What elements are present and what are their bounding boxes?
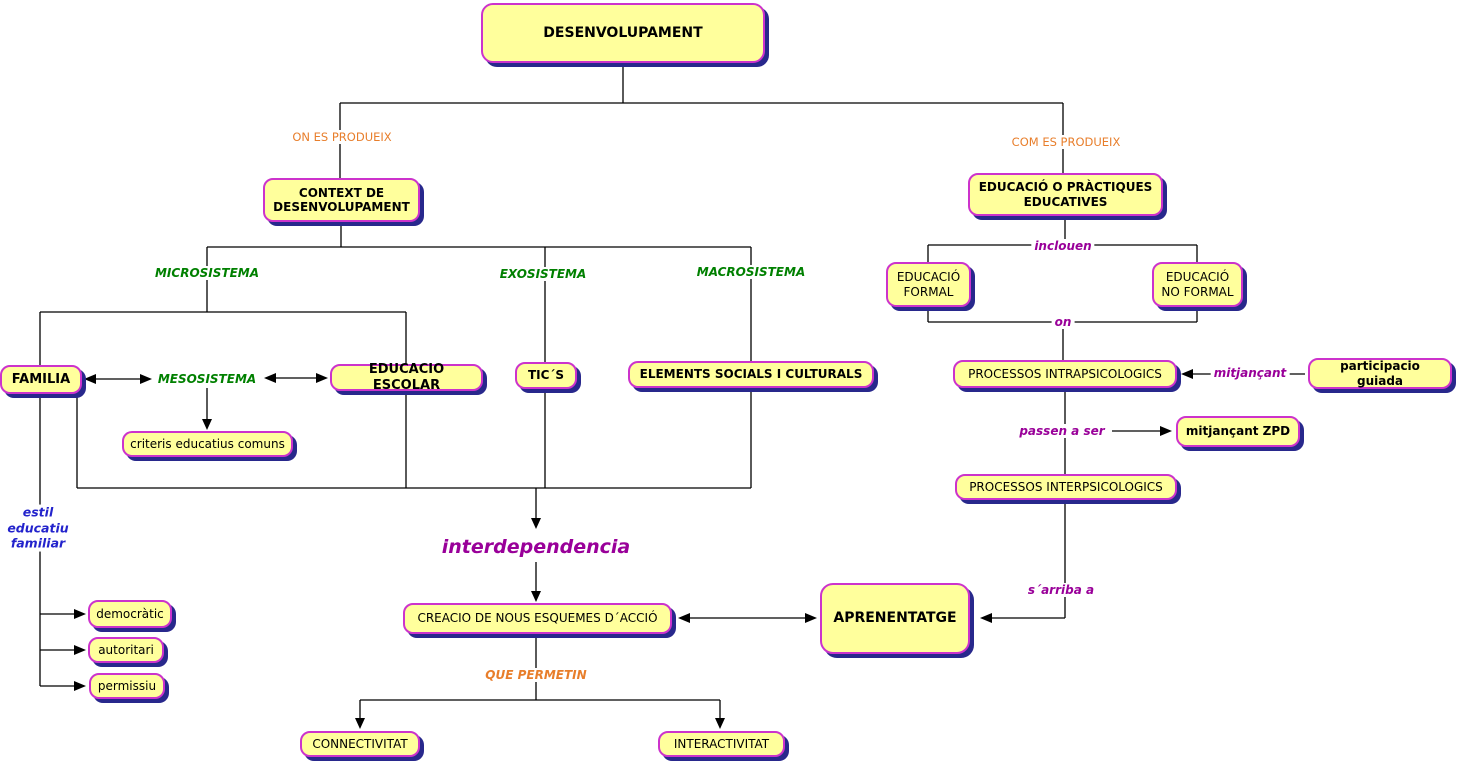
node-processos-interpsicologics[interactable]: PROCESSOS INTERPSICOLOGICS [955,474,1177,500]
label-s-arriba-a: s´arriba a [1024,583,1098,597]
node-connectivitat[interactable]: CONNECTIVITAT [300,731,420,757]
label-estil-educatiu-familiar: estil educatiu familiar [0,504,77,552]
node-autoritari[interactable]: autoritari [88,637,164,663]
node-processos-intrapsicologics[interactable]: PROCESSOS INTRAPSICOLOGICS [953,360,1177,388]
node-educacio-no-formal[interactable]: EDUCACIÓ NO FORMAL [1152,262,1243,307]
node-educacio-escolar[interactable]: EDUCACIO ESCOLAR [330,362,483,393]
label-on: on [1051,315,1075,329]
node-interactivitat[interactable]: INTERACTIVITAT [658,731,785,757]
label-mesosistema: MESOSISTEMA [154,372,260,386]
node-democratic[interactable]: democràtic [88,600,172,628]
label-que-permetin: QUE PERMETIN [482,668,590,682]
label-microsistema: MICROSISTEMA [151,266,263,280]
label-exosistema: EXOSISTEMA [496,267,590,281]
node-familia[interactable]: FAMILIA [0,365,82,394]
label-macrosistema: MACROSISTEMA [693,265,809,279]
node-desenvolupament[interactable]: DESENVOLUPAMENT [481,3,765,63]
label-interdependencia: interdependencia [438,536,634,558]
node-participacio-guiada[interactable]: participacio guiada [1308,358,1452,389]
label-inclouen: inclouen [1031,239,1095,253]
node-creacio-nous-esquemes-accio[interactable]: CREACIO DE NOUS ESQUEMES D´ACCIÓ [403,603,672,634]
node-criteris-educatius-comuns[interactable]: criteris educatius comuns [122,431,293,457]
node-educacio-formal[interactable]: EDUCACIÓ FORMAL [886,262,971,307]
node-aprenentatge[interactable]: APRENENTATGE [820,583,970,654]
label-passen-a-ser: passen a ser [1016,424,1108,438]
node-mitjancant-zpd[interactable]: mitjançant ZPD [1176,416,1300,447]
label-com-es-produeix: COM ES PRODUEIX [1008,135,1124,149]
label-on-es-produeix: ON ES PRODUEIX [289,130,395,144]
node-educacio-o-practiques-educatives[interactable]: EDUCACIÓ O PRÀCTIQUES EDUCATIVES [968,173,1163,216]
node-tics[interactable]: TIC´S [515,362,577,389]
node-elements-socials-i-culturals[interactable]: ELEMENTS SOCIALS I CULTURALS [628,361,874,388]
node-permissiu[interactable]: permissiu [89,673,165,699]
label-mitjancant: mitjançant [1210,366,1290,380]
node-context-de-desenvolupament[interactable]: CONTEXT DE DESENVOLUPAMENT [263,178,420,222]
